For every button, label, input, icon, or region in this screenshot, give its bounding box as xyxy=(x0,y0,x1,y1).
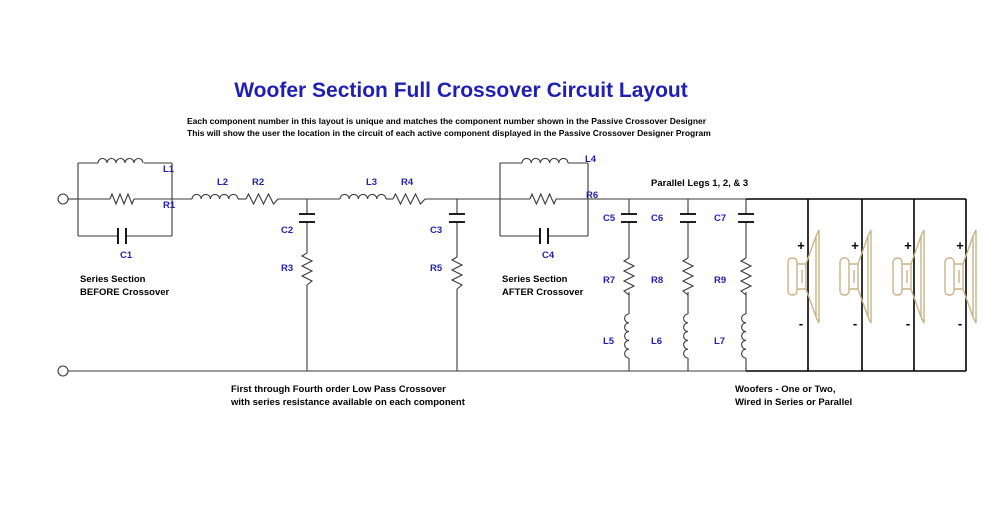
resistor-r1 xyxy=(109,192,135,206)
note-series-after-2: AFTER Crossover xyxy=(502,287,584,298)
label-l3: L3 xyxy=(366,177,377,188)
parallel-leg-3 xyxy=(738,199,754,371)
woofer-3-plus: + xyxy=(904,238,912,253)
label-c6: C6 xyxy=(651,213,663,224)
resistor-r5 xyxy=(450,256,464,290)
inductor-l5 xyxy=(624,313,630,359)
woofer-3-minus: - xyxy=(906,316,910,331)
label-c7: C7 xyxy=(714,213,726,224)
woofer-2-minus: - xyxy=(853,316,857,331)
label-r7: R7 xyxy=(603,275,615,286)
capacitor-c7 xyxy=(738,213,754,223)
input-terminal-negative xyxy=(57,365,69,377)
inductor-l6 xyxy=(683,313,689,359)
parallel-leg-2 xyxy=(680,199,696,371)
input-terminal-positive xyxy=(57,193,69,205)
woofer-1-minus: - xyxy=(799,316,803,331)
capacitor-c2 xyxy=(299,213,315,223)
label-r1: R1 xyxy=(163,200,176,211)
resistor-r9 xyxy=(739,257,753,296)
shunt-leg-c2-r3 xyxy=(299,199,315,371)
resistor-r2 xyxy=(245,192,279,206)
capacitor-c1 xyxy=(117,228,127,244)
note-series-before-2: BEFORE Crossover xyxy=(80,287,170,298)
capacitor-c6 xyxy=(680,213,696,223)
resistor-r8 xyxy=(681,257,695,296)
series-section-after xyxy=(499,157,589,244)
woofer-bank-wiring xyxy=(746,198,967,372)
description-line-2: This will show the user the location in … xyxy=(187,128,711,138)
inductor-l7 xyxy=(741,313,747,359)
series-section-before xyxy=(77,157,173,244)
description-line-1: Each component number in this layout is … xyxy=(187,116,707,126)
woofer-1-plus: + xyxy=(797,238,805,253)
label-r6: R6 xyxy=(586,190,598,201)
inductor-l2 xyxy=(191,193,239,200)
diagram-title: Woofer Section Full Crossover Circuit La… xyxy=(234,79,688,102)
parallel-leg-1 xyxy=(621,199,637,371)
label-r2: R2 xyxy=(252,177,264,188)
label-l1: L1 xyxy=(163,164,175,175)
label-l5: L5 xyxy=(603,336,615,347)
note-series-after-1: Series Section xyxy=(502,274,568,285)
resistor-r6 xyxy=(529,192,557,206)
shunt-leg-c3-r5 xyxy=(449,199,465,371)
label-l4: L4 xyxy=(585,154,597,165)
resistor-r7 xyxy=(622,257,636,296)
label-r9: R9 xyxy=(714,275,726,286)
note-crossover-2: with series resistance available on each… xyxy=(230,397,466,408)
resistor-r3 xyxy=(300,252,314,286)
woofer-4-minus: - xyxy=(958,316,962,331)
woofer-2-plus: + xyxy=(851,238,859,253)
label-c3: C3 xyxy=(430,225,442,236)
woofer-4-plus: + xyxy=(956,238,964,253)
note-parallel-legs: Parallel Legs 1, 2, & 3 xyxy=(651,178,748,189)
inductor-l4 xyxy=(521,157,569,164)
label-r4: R4 xyxy=(401,177,414,188)
capacitor-c5 xyxy=(621,213,637,223)
resistor-r4 xyxy=(392,192,426,206)
label-c1: C1 xyxy=(120,250,133,261)
label-r5: R5 xyxy=(430,263,443,274)
capacitor-c4 xyxy=(539,228,549,244)
label-l7: L7 xyxy=(714,336,725,347)
label-c5: C5 xyxy=(603,213,616,224)
label-l2: L2 xyxy=(217,177,228,188)
label-c2: C2 xyxy=(281,225,293,236)
inductor-l3 xyxy=(339,193,387,200)
note-crossover-1: First through Fourth order Low Pass Cros… xyxy=(231,384,446,395)
label-c4: C4 xyxy=(542,250,555,261)
label-r8: R8 xyxy=(651,275,663,286)
capacitor-c3 xyxy=(449,213,465,223)
label-r3: R3 xyxy=(281,263,293,274)
note-series-before-1: Series Section xyxy=(80,274,146,285)
note-woofers-1: Woofers - One or Two, xyxy=(735,384,835,395)
note-woofers-2: Wired in Series or Parallel xyxy=(735,397,852,408)
label-l6: L6 xyxy=(651,336,662,347)
inductor-l1 xyxy=(97,157,144,164)
